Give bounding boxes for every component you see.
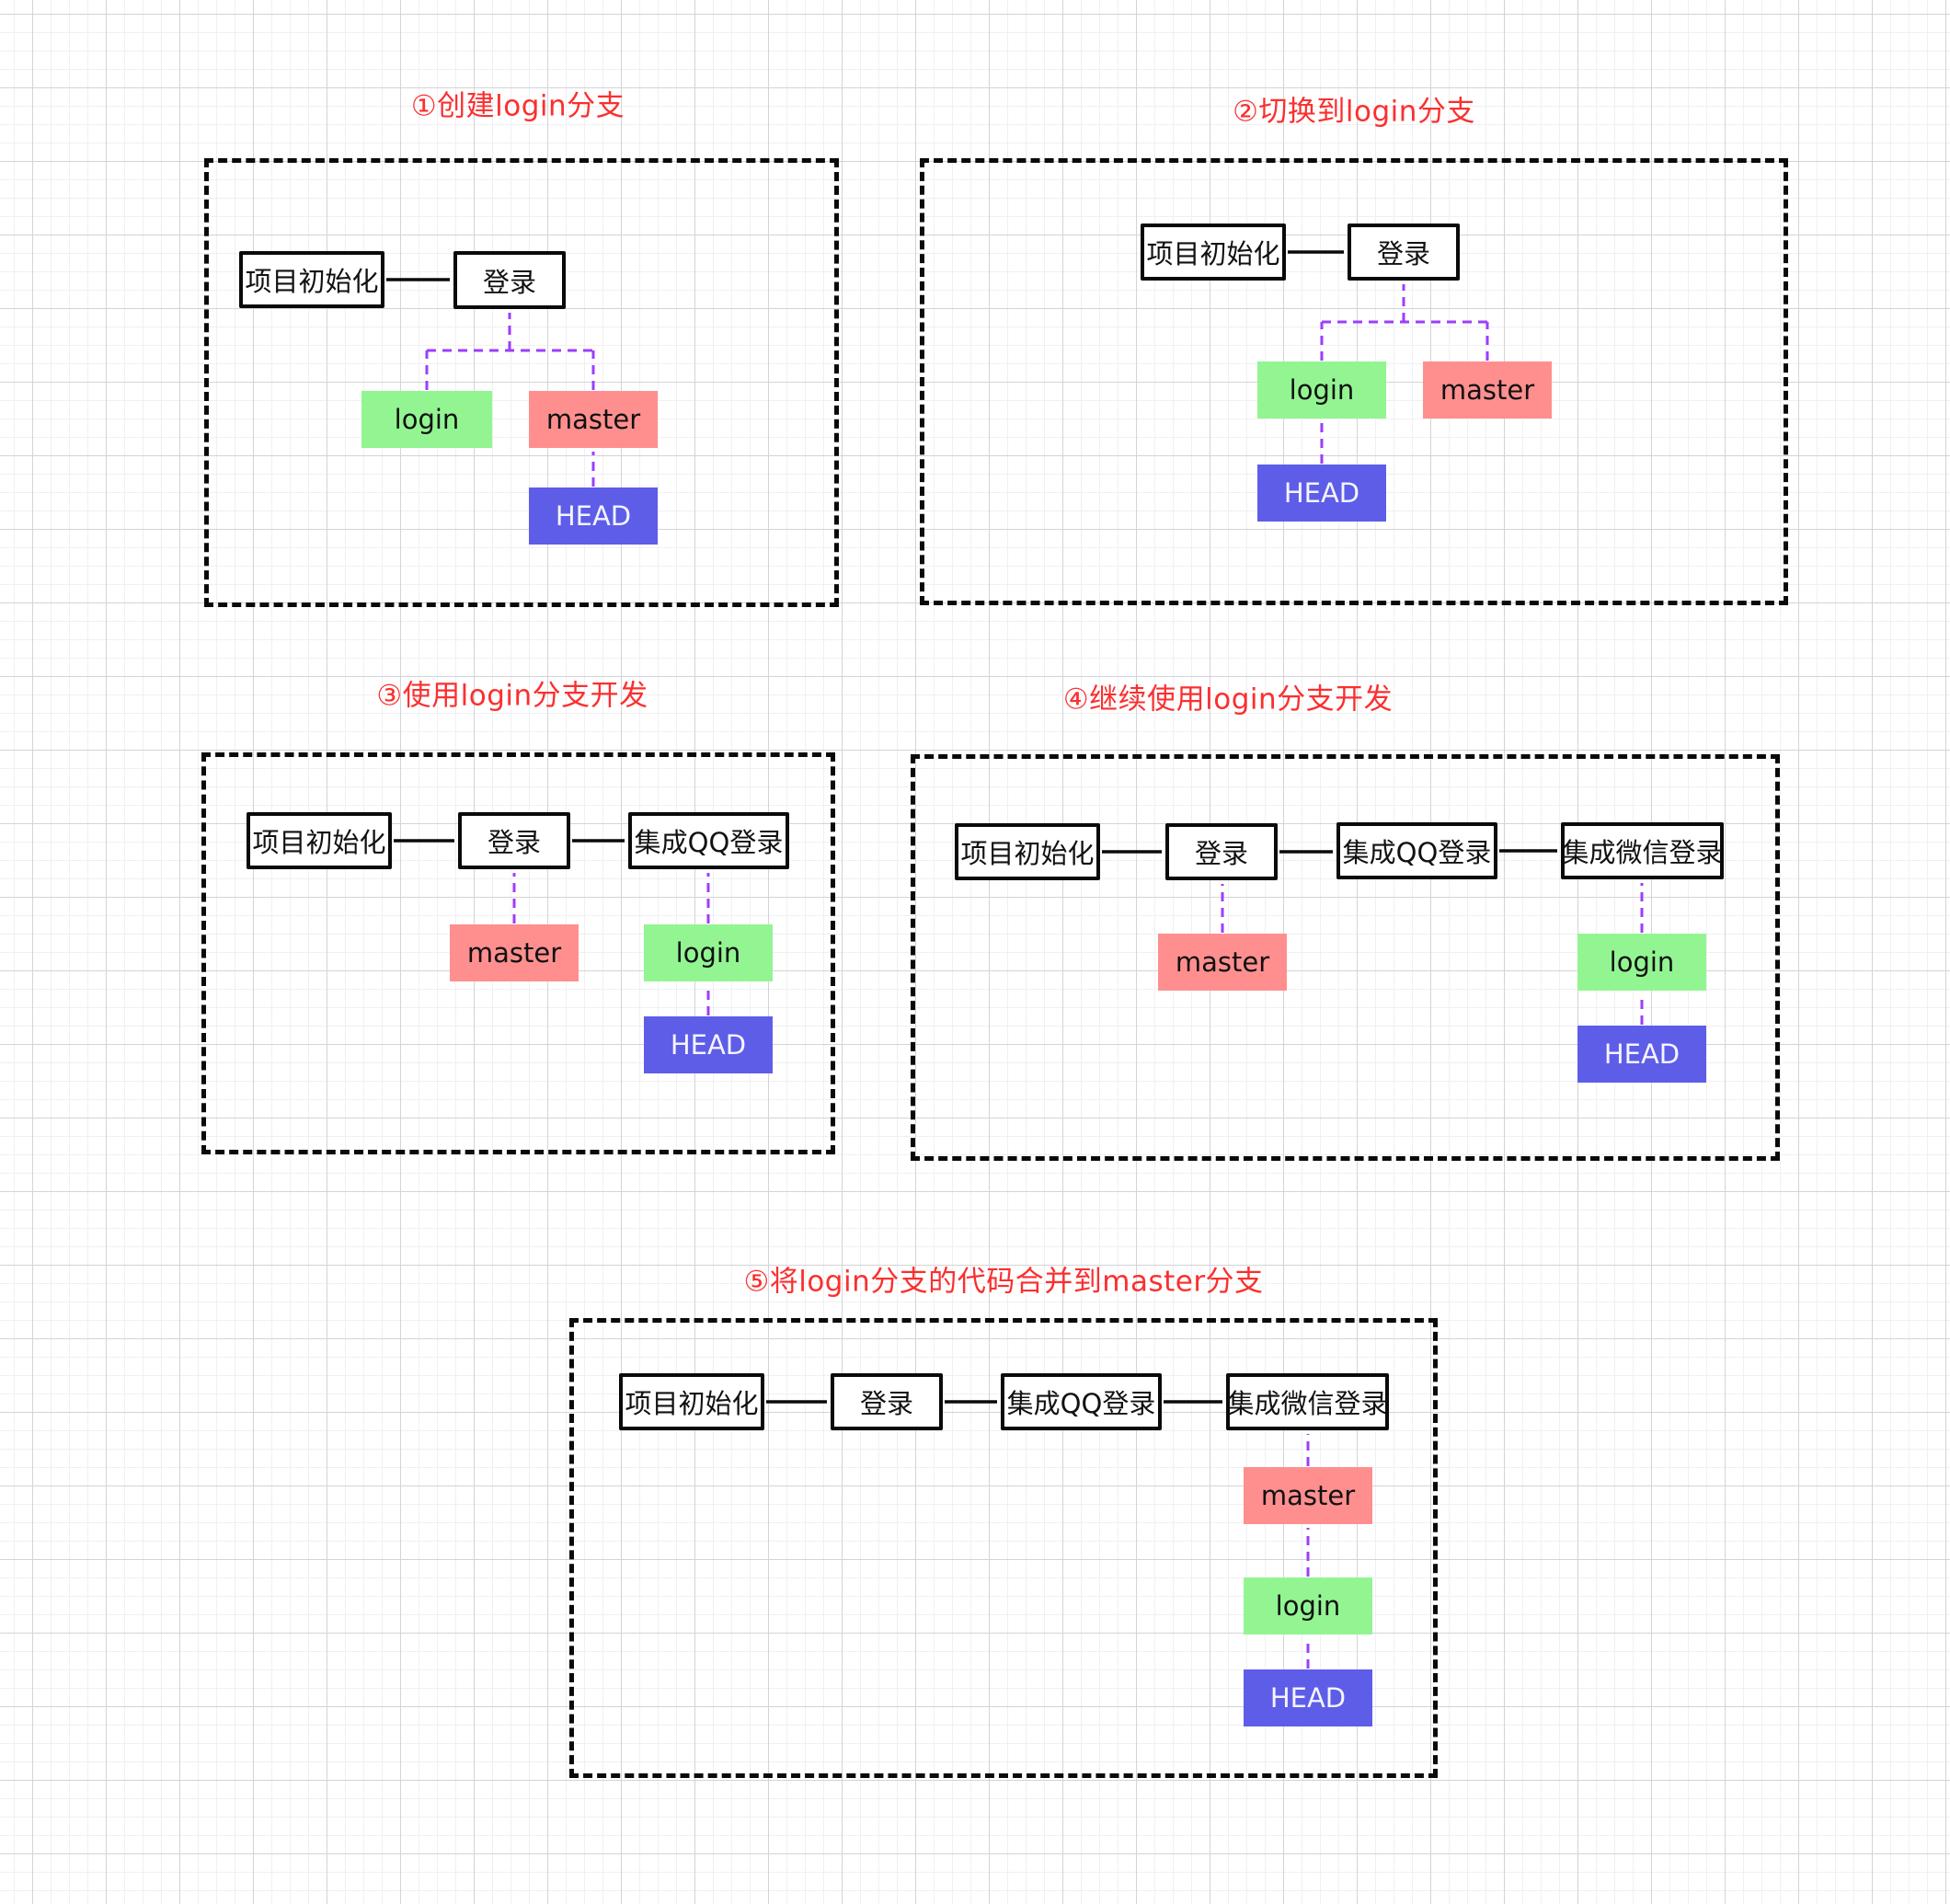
panel-5-title: ⑤将login分支的代码合并到master分支 (743, 1265, 1264, 1299)
panel-3-node-c2-commit[interactable]: 登录 (458, 812, 570, 869)
panel-2-title: ②切换到login分支 (1233, 95, 1475, 129)
panel-1-box (204, 158, 839, 607)
panel-4-node-b_login-branch-login[interactable]: login (1577, 934, 1706, 991)
panel-1-node-b_login-branch-login[interactable]: login (361, 391, 492, 448)
panel-3-box (201, 752, 835, 1154)
panel-4-box (911, 754, 1780, 1161)
panel-1-node-head-head[interactable]: HEAD (529, 487, 658, 545)
panel-4-title: ④继续使用login分支开发 (1062, 682, 1394, 717)
panel-5-box (569, 1318, 1438, 1778)
panel-4-node-c1-commit[interactable]: 项目初始化 (955, 823, 1100, 880)
panel-3-node-c3-commit[interactable]: 集成QQ登录 (628, 812, 789, 869)
panel-5-node-c4-commit[interactable]: 集成微信登录 (1226, 1373, 1389, 1430)
panel-5-node-b_login-branch-login[interactable]: login (1244, 1577, 1372, 1634)
panel-5-node-head-head[interactable]: HEAD (1244, 1669, 1372, 1726)
panel-5-node-c3-commit[interactable]: 集成QQ登录 (1001, 1373, 1162, 1430)
panel-4-node-head-head[interactable]: HEAD (1577, 1026, 1706, 1083)
panel-3-title: ③使用login分支开发 (376, 679, 648, 713)
panel-3-node-b_login-branch-login[interactable]: login (644, 924, 773, 981)
panel-1-node-c1-commit[interactable]: 项目初始化 (239, 251, 384, 308)
panel-3-node-head-head[interactable]: HEAD (644, 1016, 773, 1073)
panel-4-node-c4-commit[interactable]: 集成微信登录 (1561, 822, 1724, 879)
panel-2-box (920, 158, 1788, 605)
panel-1-node-c2-commit[interactable]: 登录 (453, 251, 566, 309)
panel-1-node-b_master-branch-master[interactable]: master (529, 391, 658, 448)
panel-4-node-c2-commit[interactable]: 登录 (1165, 823, 1278, 880)
panel-5-node-b_master-branch-master[interactable]: master (1244, 1467, 1372, 1524)
panel-2-node-b_master-branch-master[interactable]: master (1423, 361, 1552, 419)
panel-1-title: ①创建login分支 (410, 89, 625, 123)
panel-3-node-c1-commit[interactable]: 项目初始化 (247, 812, 392, 869)
panel-5-node-c2-commit[interactable]: 登录 (831, 1373, 943, 1430)
panel-4-node-c3-commit[interactable]: 集成QQ登录 (1336, 822, 1497, 879)
panel-2-node-head-head[interactable]: HEAD (1257, 465, 1386, 522)
panel-2-node-c1-commit[interactable]: 项目初始化 (1141, 224, 1286, 281)
panel-2-node-c2-commit[interactable]: 登录 (1348, 224, 1460, 281)
panel-4-node-b_master-branch-master[interactable]: master (1158, 934, 1287, 991)
panel-5-node-c1-commit[interactable]: 项目初始化 (619, 1373, 764, 1430)
panel-3-node-b_master-branch-master[interactable]: master (450, 924, 579, 981)
panel-2-node-b_login-branch-login[interactable]: login (1257, 361, 1386, 419)
